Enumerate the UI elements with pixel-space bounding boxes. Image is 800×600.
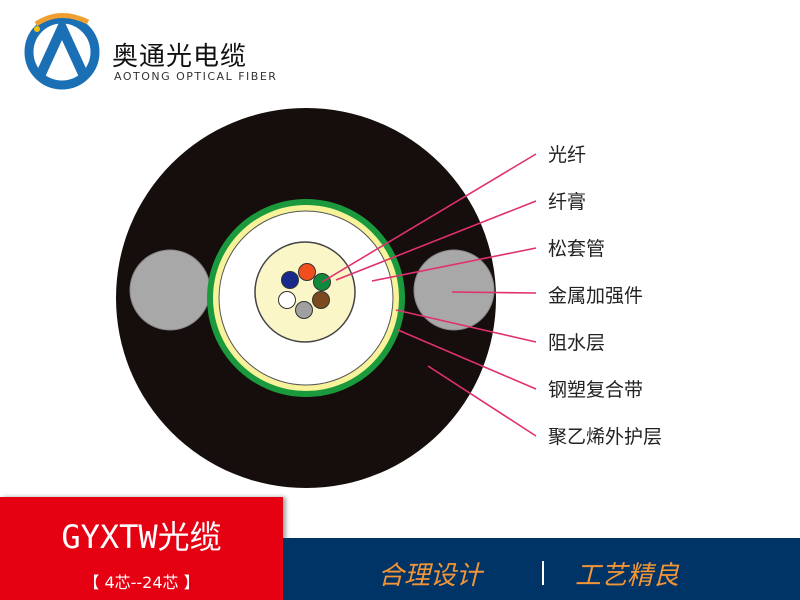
product-banner [0,497,283,600]
leader-line [335,200,537,281]
component-label: 聚乙烯外护层 [548,426,663,448]
leader-line [427,365,537,437]
leader-line [371,247,537,282]
component-label: 阻水层 [548,332,606,354]
fiber [298,263,316,281]
leader-line [397,329,537,390]
core-range: 【 4芯--24芯 】 [83,573,200,592]
fiber [295,301,313,319]
leader-line [395,309,537,343]
fiber [278,291,296,309]
leader-line [321,153,537,283]
slogan-banner [283,538,800,600]
strength-member-right [413,249,495,331]
logo-icon [24,13,100,90]
fiber [312,291,330,309]
leader-line [451,291,537,294]
product-title: GYXTW光缆 [61,518,222,556]
slogan-divider [542,561,544,585]
fiber-gel [254,241,356,343]
fiber [281,271,299,289]
slogan-2: 工艺精良 [575,561,680,591]
component-label: 光纤 [548,144,587,166]
component-label: 金属加强件 [548,285,644,307]
brand-english: AOTONG OPTICAL FIBER [114,70,278,80]
slogan-1: 合理设计 [378,561,483,591]
component-label: 纤膏 [548,191,587,213]
component-label: 松套管 [548,238,606,260]
strength-member-left [129,249,211,331]
component-label: 钢塑复合带 [548,379,644,401]
brand-name: 奥通光电缆 [112,42,248,72]
